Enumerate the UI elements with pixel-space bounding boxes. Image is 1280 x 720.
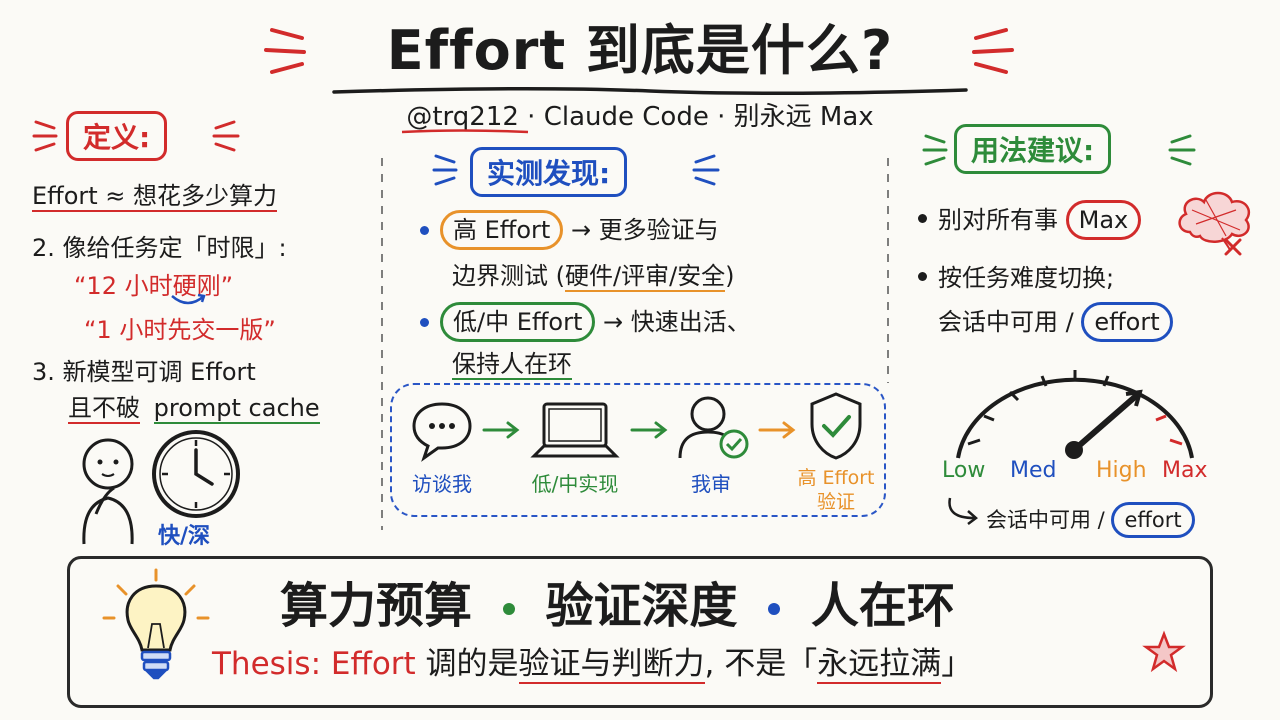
- title-underline: [332, 86, 968, 96]
- finding-2-rest: → 快速出活、: [603, 308, 751, 336]
- slogan-compute-budget: 算力预算: [280, 578, 473, 634]
- swap-arrow-icon: [171, 293, 206, 305]
- definition-heading: 定义:: [66, 111, 168, 161]
- slogan-separator-dot: [768, 603, 781, 615]
- arrow-icon: [758, 421, 796, 439]
- gauge-effort-oval: effort: [1111, 502, 1195, 538]
- column-divider-left: [381, 158, 383, 530]
- bullet-dot: [420, 318, 429, 327]
- usage-accent-right: [1168, 134, 1196, 166]
- definition-item-3-line-1: 3. 新模型可调 Effort: [32, 358, 256, 386]
- gauge-label-high: High: [1096, 458, 1147, 483]
- thesis-label: Thesis: Effort: [212, 646, 416, 682]
- star-icon: [1142, 630, 1186, 673]
- gauge-label-low: Low: [942, 458, 986, 483]
- findings-heading: 实测发现:: [470, 147, 628, 197]
- gauge-caption-text: 会话中可用 /: [986, 508, 1105, 532]
- workflow-frame: [390, 383, 886, 517]
- definition-item-3-line-2b: prompt cache: [153, 394, 320, 424]
- definition-quote-2: “1 小时先交一版”: [84, 316, 276, 344]
- usage-heading: 用法建议:: [954, 124, 1112, 174]
- low-mid-effort-oval: 低/中 Effort: [440, 302, 596, 342]
- usage-bullet-1: 别对所有事 Max: [938, 200, 1142, 240]
- effort-command-oval: effort: [1081, 302, 1173, 342]
- definition-item-3-line-2a: 且不破: [68, 394, 140, 424]
- definition-quote-1: “12 小时硬刚”: [74, 272, 234, 300]
- flow-step-label: 访谈我: [412, 472, 472, 496]
- speed-depth-caption: 快/深: [158, 524, 211, 549]
- finding-1-line-2a: 边界测试 (: [452, 262, 565, 290]
- flow-step-label: 低/中实现: [531, 472, 619, 496]
- gauge-caption: 会话中可用 / effort: [986, 502, 1195, 538]
- title-accent-left: [264, 28, 306, 74]
- thesis-slogan: 算力预算 验证深度 人在环: [280, 566, 955, 636]
- gauge-label-max: Max: [1162, 458, 1208, 483]
- explosion-cloud-icon: [1178, 191, 1251, 256]
- definition-item-1-text: Effort ≈ 想花多少算力: [32, 182, 278, 212]
- slogan-separator-dot: [502, 603, 515, 615]
- shield-check-icon: [810, 392, 862, 460]
- max-oval: Max: [1065, 200, 1142, 240]
- finding-1-line-2: 边界测试 (硬件/评审/安全): [452, 256, 735, 292]
- thinking-person-icon: [82, 438, 134, 545]
- finding-1-line-1: 高 Effort → 更多验证与: [440, 210, 719, 250]
- thesis-text-c: , 不是「: [704, 646, 818, 682]
- gauge-label-med: Med: [1010, 458, 1057, 483]
- finding-2-line-1: 低/中 Effort → 快速出活、: [440, 302, 751, 342]
- chat-bubble-icon: [412, 402, 472, 462]
- arrow-icon: [630, 421, 668, 439]
- usage-bullet-2-line-2: 会话中可用 / effort: [938, 302, 1173, 342]
- definition-item-1: Effort ≈ 想花多少算力: [32, 176, 278, 212]
- subtitle: @trq212 · Claude Code · 别永远 Max: [406, 102, 874, 132]
- thesis-text-a: 调的是: [415, 646, 519, 682]
- flow-step-label: 我审: [691, 472, 731, 496]
- finding-2-line-2-text: 保持人在环: [452, 350, 572, 380]
- usage-accent-left: [922, 134, 948, 166]
- usage-bullet-2-line-1: 按任务难度切换;: [938, 264, 1115, 292]
- thesis-box: [67, 556, 1213, 708]
- definition-item-3-line-2: 且不破 prompt cache: [68, 388, 320, 424]
- laptop-icon: [530, 402, 620, 458]
- subtitle-underline: [401, 129, 529, 134]
- flow-step-label: 高 Effort 验证: [797, 467, 875, 513]
- thesis-statement: Thesis: Effort 调的是验证与判断力, 不是「永远拉满」: [212, 638, 973, 684]
- bullet-dot: [420, 226, 429, 235]
- user-check-icon: [678, 396, 749, 459]
- usage-bullet-1-text: 别对所有事: [938, 206, 1058, 234]
- finding-2-line-2: 保持人在环: [452, 344, 572, 380]
- finding-1-rest: → 更多验证与: [570, 216, 719, 244]
- definition-item-2: 2. 像给任务定「时限」:: [32, 234, 287, 262]
- slogan-verification-depth: 验证深度: [545, 578, 738, 634]
- thesis-text-b: 验证与判断力: [518, 646, 705, 684]
- page-title: Effort 到底是什么?: [386, 19, 894, 82]
- findings-accent-left: [432, 154, 458, 186]
- lightbulb-icon: [102, 568, 210, 680]
- finding-1-line-2b: 硬件/评审/安全: [565, 262, 726, 292]
- definition-accent-right: [212, 120, 240, 152]
- findings-accent-right: [692, 154, 720, 186]
- high-effort-oval: 高 Effort: [440, 210, 564, 250]
- definition-accent-left: [32, 120, 58, 152]
- title-accent-right: [972, 28, 1014, 74]
- slogan-human-in-loop: 人在环: [810, 578, 955, 634]
- bullet-dot: [918, 214, 927, 223]
- thesis-text-d: 永远拉满: [817, 646, 942, 684]
- clock-icon: [152, 430, 240, 518]
- column-divider-right: [887, 158, 889, 383]
- effort-gauge-icon: [956, 370, 1194, 459]
- usage-bullet-2-line-2-text: 会话中可用 /: [938, 308, 1074, 336]
- arrow-icon: [482, 421, 520, 439]
- curved-arrow-icon: [948, 497, 978, 525]
- bullet-dot: [918, 272, 927, 281]
- thesis-text-e: 」: [941, 646, 973, 682]
- finding-1-line-2c: ): [725, 262, 735, 290]
